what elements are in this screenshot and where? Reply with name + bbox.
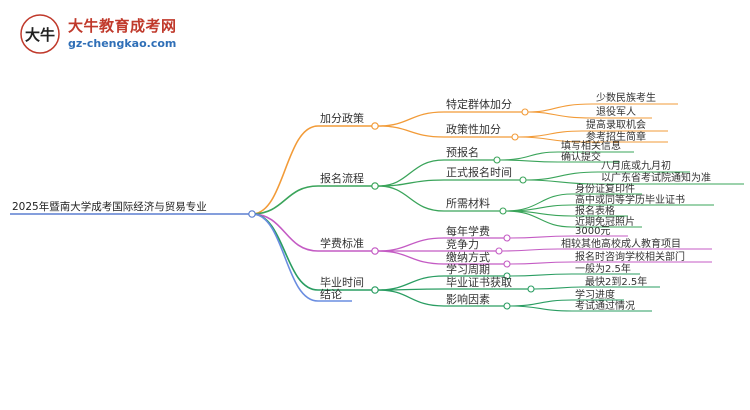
branch-bonus-label: 加分政策	[320, 111, 364, 125]
branch-fees-label: 学费标准	[320, 236, 364, 250]
leaf-label: 身份证复印件	[575, 182, 635, 195]
logo-mark-icon: 大牛	[20, 14, 60, 54]
leaf-label: 报名时咨询学校相关部门	[575, 250, 685, 263]
leaf-label: 高中或同等学历毕业证书	[575, 193, 685, 206]
group-label: 每年学费	[446, 224, 490, 238]
group-label: 政策性加分	[446, 122, 501, 136]
group-label: 影响因素	[446, 293, 490, 306]
branch-conclusion-label: 结论	[320, 287, 342, 301]
leaf-label: 相较其他高校成人教育项目	[561, 237, 681, 250]
leaf-label: 八月底或九月初	[601, 159, 671, 172]
leaf-label: 3000元	[575, 226, 610, 237]
leaf-label: 近期免冠照片	[575, 215, 635, 228]
edge-root-bonus	[251, 125, 319, 215]
edge-root-conclusion	[251, 213, 319, 302]
edge-root-fees	[251, 213, 319, 252]
edge-root-process	[251, 185, 319, 215]
leaf-label: 一般为2.5年	[575, 262, 631, 275]
group-label: 正式报名时间	[446, 165, 512, 179]
root-topic: 2025年暨南大学成考国际经济与贸易专业	[12, 200, 207, 213]
group-label: 预报名	[446, 145, 479, 159]
leaf-label: 退役军人	[596, 105, 636, 118]
leaf-label: 少数民族考生	[596, 91, 656, 104]
site-logo: 大牛 大牛教育成考网 gz-chengkao.com	[16, 14, 216, 54]
leaf-label: 以广东省考试院通知为准	[601, 171, 711, 184]
leaf-label: 参考招生简章	[586, 130, 646, 143]
leaf-label: 报名表格	[575, 204, 615, 217]
edge-root-graduation	[251, 213, 319, 291]
leaf-label: 考试通过情况	[575, 299, 635, 312]
group-label: 特定群体加分	[446, 97, 512, 111]
logo-title: 大牛教育成考网	[68, 17, 177, 35]
leaf-label: 提高录取机会	[586, 118, 646, 131]
logo-url: gz-chengkao.com	[68, 37, 177, 50]
leaf-label: 最快2到2.5年	[585, 275, 647, 288]
branch-graduation-label: 毕业时间	[320, 276, 364, 289]
group-label: 缴纳方式	[446, 250, 490, 264]
group-label: 毕业证书获取	[446, 276, 512, 289]
group-label: 所需材料	[446, 196, 490, 210]
branch-process-label: 报名流程	[320, 171, 364, 185]
leaf-label: 填写相关信息	[561, 139, 621, 152]
leaf-label: 学习进度	[575, 288, 615, 301]
group-label: 竞争力	[446, 237, 479, 251]
leaf-label: 确认提交	[561, 150, 601, 163]
root-connector	[248, 210, 256, 218]
group-label: 学习周期	[446, 262, 490, 276]
logo-mark-text: 大牛	[25, 26, 55, 44]
